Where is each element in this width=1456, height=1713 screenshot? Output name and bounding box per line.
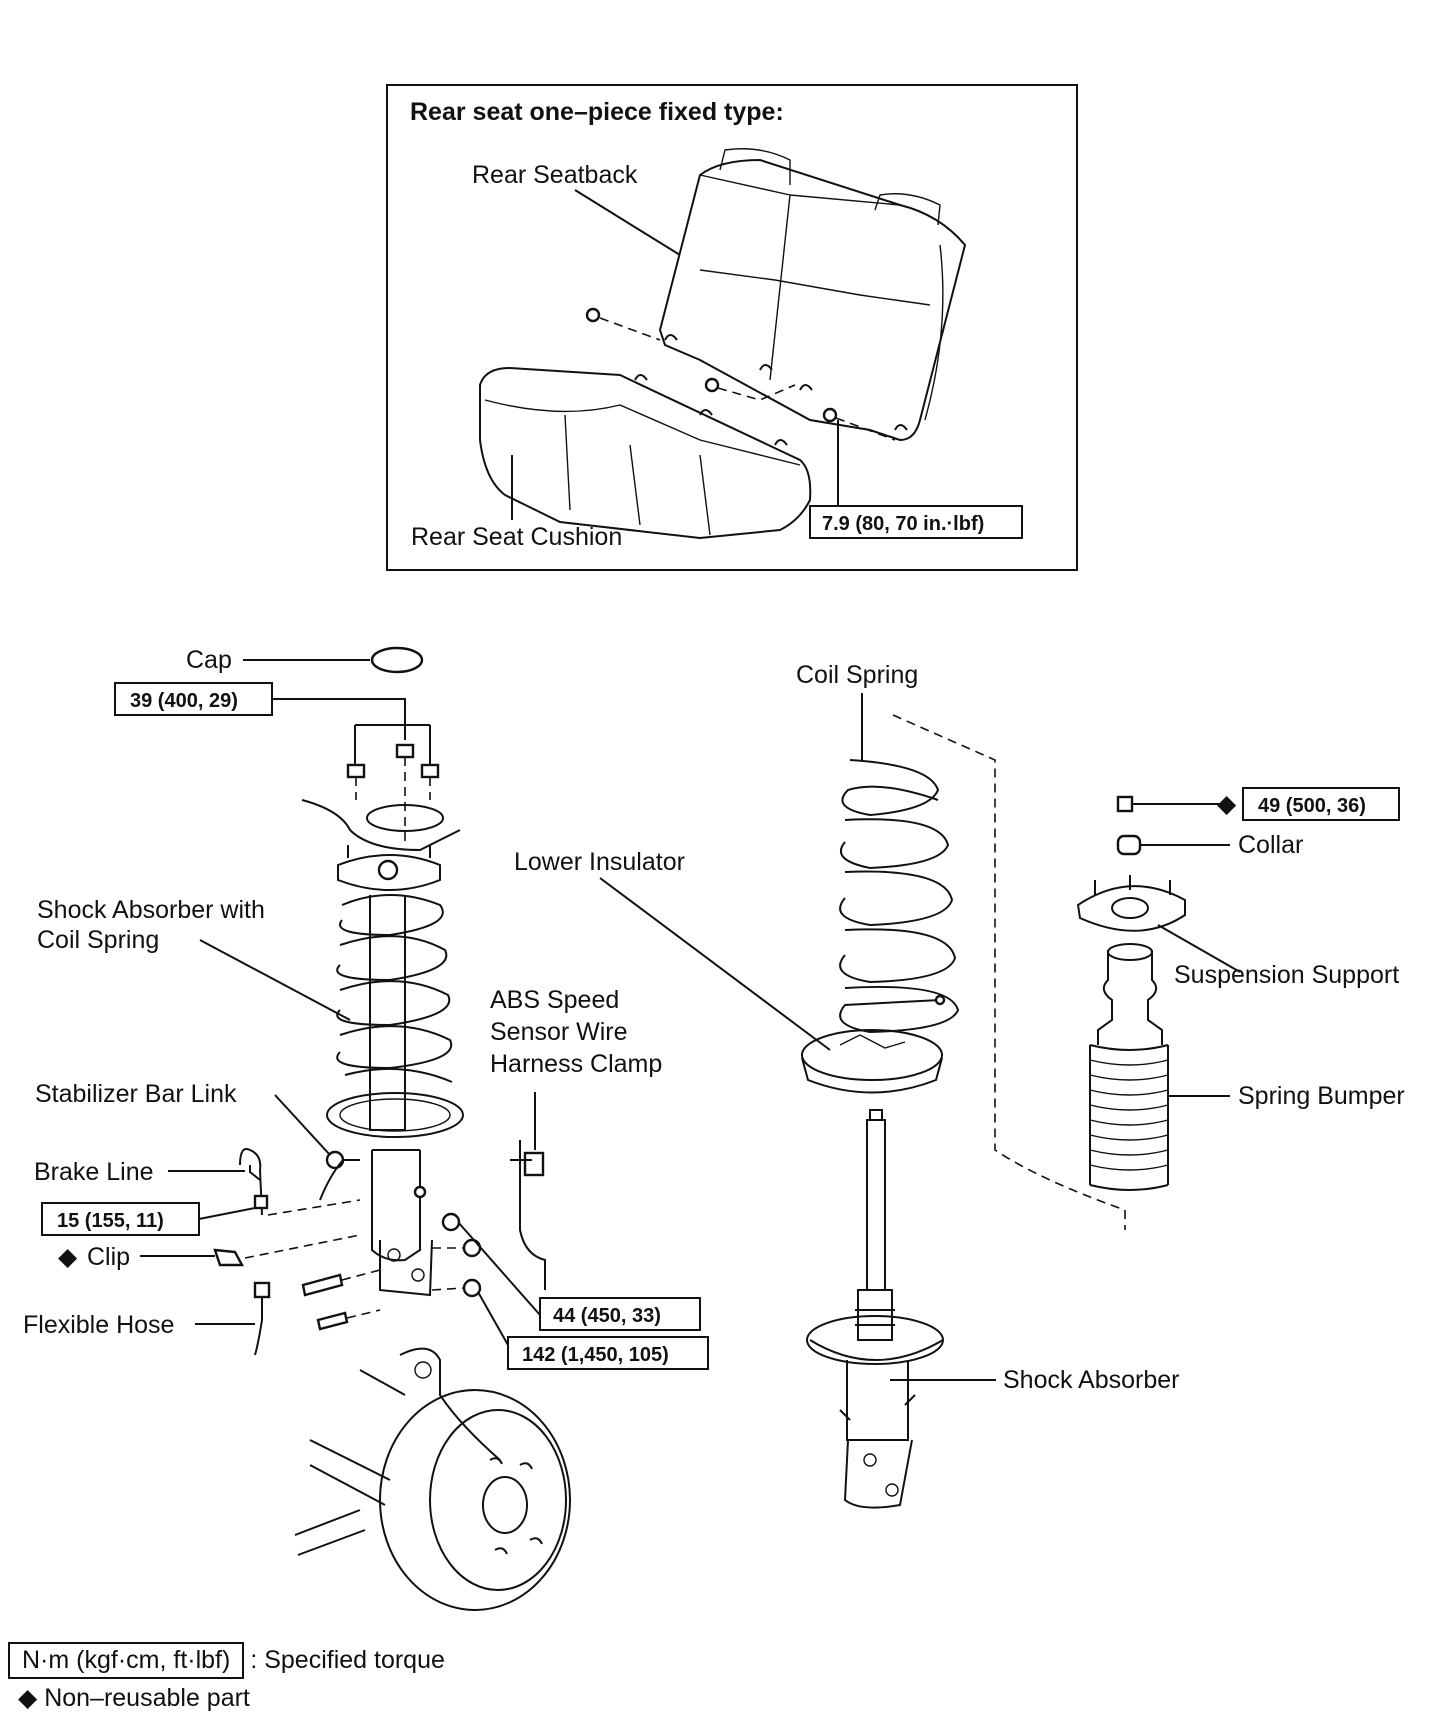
leader-stabilizer-bar-link (274, 1094, 331, 1156)
label-stabilizer-bar-link: Stabilizer Bar Link (35, 1080, 237, 1108)
shock-absorber-with-coil-spring-drawing (326, 845, 464, 1297)
legend-non-reusable-mark: ◆ (18, 1684, 38, 1712)
lower-insulator-drawing (801, 1029, 943, 1094)
legend-specified-torque: N·m (kgf·cm, ft·lbf): Specified torque (8, 1642, 445, 1679)
legend-unit-box: N·m (kgf·cm, ft·lbf) (8, 1642, 245, 1679)
rear-seatback-drawing (658, 148, 967, 442)
label-clip: Clip (87, 1243, 130, 1271)
upper-support-right: ◆ 49 (500, 36) Collar Suspension Support… (1076, 787, 1405, 1191)
flexible-hose-drawing (253, 1281, 271, 1356)
label-suspension-support: Suspension Support (1174, 961, 1399, 989)
torque-brake-line: 15 (155, 11) (57, 1210, 164, 1232)
label-coil-spring: Coil Spring (796, 661, 918, 689)
torque-box-support-nut (1242, 787, 1400, 821)
spring-bumper-drawing (1089, 943, 1169, 1191)
leader-lower-insulator (599, 877, 831, 1051)
leader-brake-line-torque (198, 1207, 256, 1220)
torque-knuckle-lower: 142 (1,450, 105) (522, 1344, 669, 1366)
spring-bumper-dash (892, 714, 1126, 1230)
label-cap: Cap (186, 646, 232, 674)
body-panel (301, 799, 461, 852)
cap-drawing (370, 646, 424, 674)
suspension-support-drawing (1076, 875, 1186, 932)
torque-box-knuckle-upper (539, 1297, 701, 1331)
knuckle-and-brake-drum-drawing (294, 1347, 571, 1611)
label-brake-line: Brake Line (34, 1158, 154, 1186)
support-nut-non-reusable-mark: ◆ (1217, 790, 1237, 818)
inset-frame (386, 84, 1078, 571)
torque-box-knuckle-lower (507, 1336, 709, 1370)
torque-knuckle-upper: 44 (450, 33) (553, 1305, 661, 1327)
brake-line-drawing (239, 1148, 269, 1216)
label-spring-bumper: Spring Bumper (1238, 1082, 1405, 1110)
shock-absorber-drawing (806, 1109, 944, 1509)
leader-knuckle-upper (457, 1221, 541, 1316)
label-shock-absorber-with-coil-spring-1: Shock Absorber with (37, 896, 265, 924)
label-abs-3: Harness Clamp (490, 1050, 662, 1078)
collar-drawing (1116, 834, 1142, 856)
legend-non-reusable: ◆ Non–reusable part (18, 1683, 250, 1713)
label-rear-seat-cushion: Rear Seat Cushion (411, 523, 622, 551)
leader-shock-absorber-with-coil-spring (199, 939, 351, 1021)
label-flexible-hose: Flexible Hose (23, 1311, 174, 1339)
label-lower-insulator: Lower Insulator (514, 848, 685, 876)
leader-upper-nut (272, 698, 431, 765)
seat-bolts (585, 307, 908, 446)
rear-seat-cushion-drawing (479, 366, 812, 540)
stabilizer-bar-link-drawing (319, 1150, 360, 1201)
torque-seat: 7.9 (80, 70 in.·lbf) (822, 513, 984, 535)
label-abs-1: ABS Speed (490, 986, 619, 1014)
torque-upper-nut: 39 (400, 29) (130, 690, 238, 712)
legend-non-reusable-text: Non–reusable part (44, 1684, 250, 1712)
inset-title: Rear seat one–piece fixed type: (410, 98, 784, 126)
label-shock-absorber-with-coil-spring-2: Coil Spring (37, 926, 159, 954)
strut-assembly-left: Cap 39 (400, 29) (23, 646, 709, 1611)
clip-dash (244, 1234, 361, 1259)
support-nut-drawing (1116, 795, 1134, 813)
abs-harness-clamp-drawing (510, 1140, 546, 1290)
clip-drawing (213, 1248, 245, 1267)
disassembled-strut-middle: Coil Spring Lower Insulator (514, 661, 1180, 1509)
brake-line-dash (267, 1199, 361, 1216)
label-shock-absorber: Shock Absorber (1003, 1366, 1180, 1394)
label-rear-seatback: Rear Seatback (472, 161, 638, 189)
upper-nuts (346, 743, 440, 845)
knuckle-bolts (301, 1212, 482, 1331)
label-abs-2: Sensor Wire (490, 1018, 628, 1046)
coil-spring-drawing (839, 759, 960, 1034)
leader-knuckle-lower (477, 1291, 509, 1346)
clip-non-reusable-mark: ◆ (58, 1243, 78, 1271)
leader-rear-seatback (574, 189, 681, 256)
torque-box-upper (114, 682, 273, 716)
leader-suspension-support (1157, 924, 1241, 973)
rear-seat-inset: Rear seat one–piece fixed type: (386, 84, 1078, 571)
torque-support-nut: 49 (500, 36) (1258, 795, 1366, 817)
legend-unit-text: : Specified torque (250, 1646, 445, 1674)
torque-box-seat (809, 505, 1023, 539)
label-collar: Collar (1238, 831, 1303, 859)
